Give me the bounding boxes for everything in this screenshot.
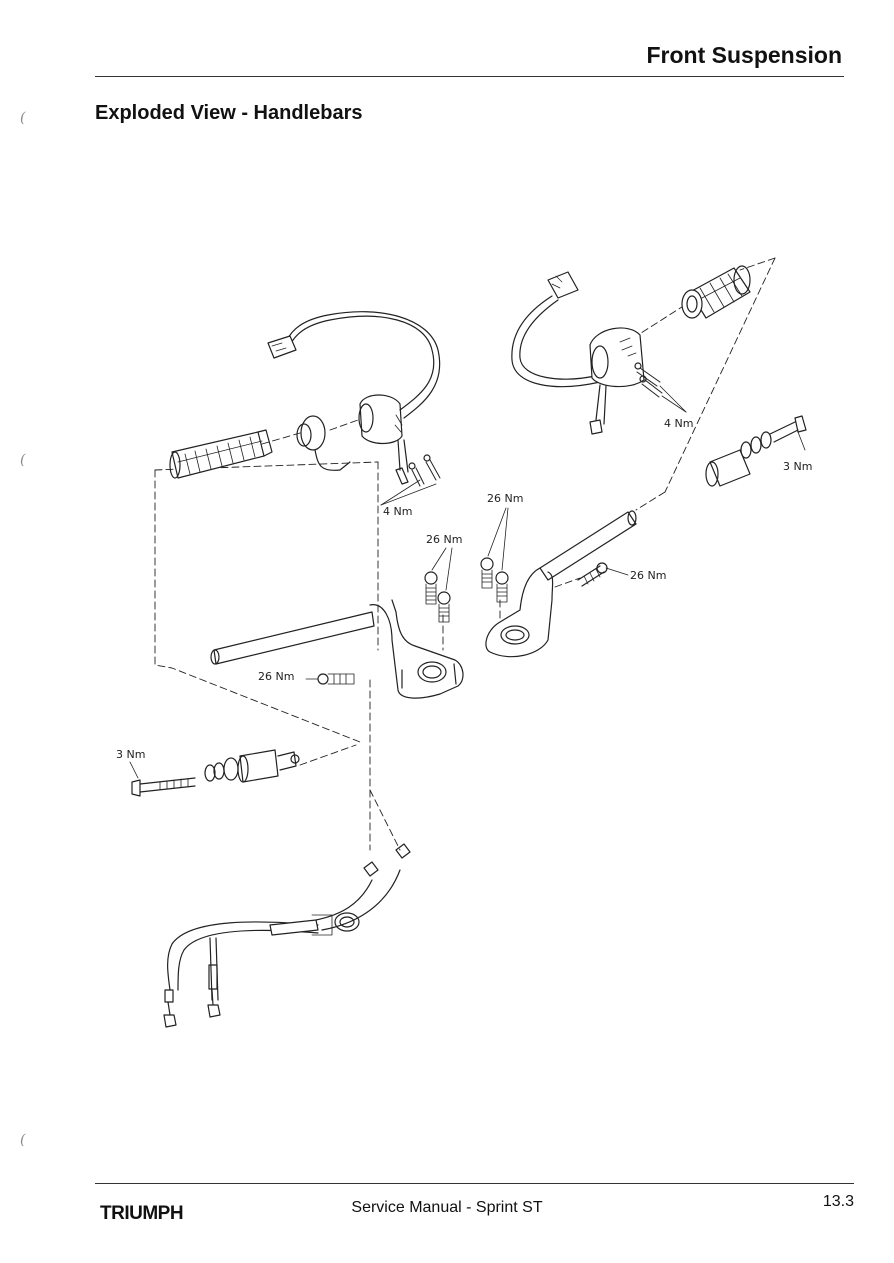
- left-switch-housing: [267, 311, 441, 506]
- manual-title: Service Manual - Sprint ST: [351, 1199, 543, 1216]
- right-clipon-handlebar: [485, 510, 637, 658]
- right-grip: [681, 265, 751, 319]
- torque-label-right-clamp: 26 Nm: [487, 492, 523, 505]
- left-clipon-handlebar: [210, 599, 464, 699]
- binding-mark: (: [20, 452, 26, 468]
- page-number: 13.3: [822, 1193, 854, 1210]
- torque-label-left-switch: 4 Nm: [383, 505, 412, 518]
- right-pinch-bolt: [577, 562, 629, 587]
- left-clamp-bolts: [424, 547, 453, 623]
- left-bar-end: [129, 749, 300, 797]
- torque-label-right-switch: 4 Nm: [664, 417, 693, 430]
- binding-mark: (: [20, 1132, 26, 1148]
- torque-label-left-bar-end: 3 Nm: [116, 748, 145, 761]
- throttle-cables: [163, 843, 411, 1028]
- torque-label-right-pinch-bolt: 26 Nm: [630, 569, 666, 582]
- torque-label-left-pinch-bolt: 26 Nm: [258, 670, 294, 683]
- section-title: Front Suspension: [646, 42, 843, 68]
- right-bar-end: [705, 415, 807, 487]
- torque-label-right-bar-end: 3 Nm: [783, 460, 812, 473]
- right-clamp-bolts: [480, 507, 509, 603]
- left-grip: [169, 429, 273, 479]
- left-pinch-bolt: [305, 673, 355, 685]
- brand-logo: TRIUMPH: [100, 1203, 184, 1224]
- right-switch-housing: [511, 271, 687, 435]
- torque-label-left-clamp: 26 Nm: [426, 533, 462, 546]
- throttle-tube: [296, 415, 351, 471]
- binding-mark: (: [20, 110, 26, 126]
- header-divider: [95, 76, 844, 77]
- footer-divider: [95, 1183, 854, 1184]
- assembly-guide-lines: [154, 257, 776, 851]
- page-heading: Exploded View - Handlebars: [95, 102, 363, 124]
- torque-labels: 4 Nm 4 Nm 3 Nm 3 Nm 26 Nm 26 Nm 26 Nm 26…: [116, 417, 812, 761]
